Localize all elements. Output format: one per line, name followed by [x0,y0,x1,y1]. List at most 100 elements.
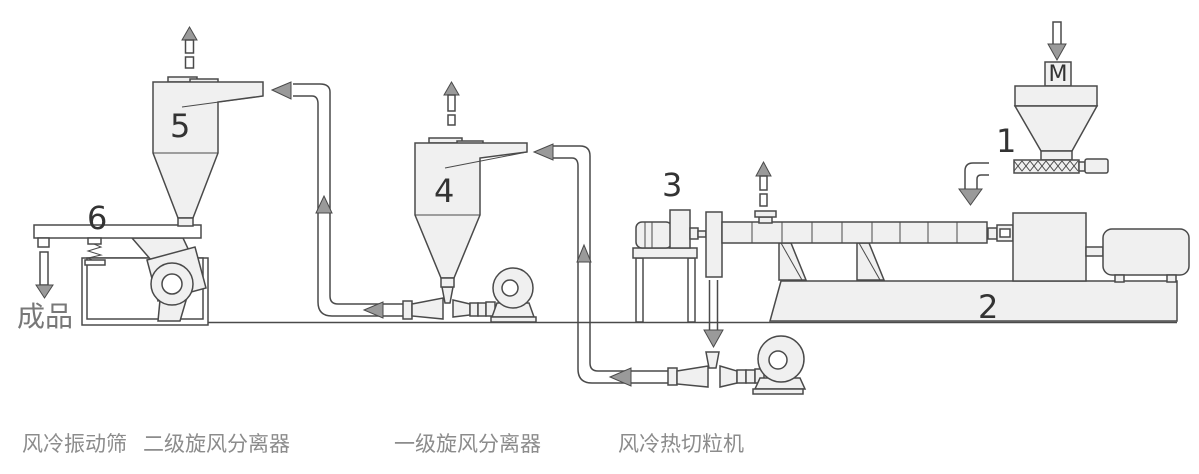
stand-leg [635,257,644,323]
feed-arrow-down-icon [958,188,983,206]
blower-hub [501,279,519,297]
part-number-3: 3 [662,166,682,204]
secondary-cyclone: 5 [152,25,264,227]
finished-product-label: 成品 [17,300,73,333]
pipe-wall [293,83,403,305]
drop-funnel [705,351,720,369]
blower-base [490,316,537,323]
vent-arrow-shaft [759,175,768,191]
motor-foot [1114,274,1125,283]
exhaust-arrow-dash [184,56,195,69]
exhaust-arrow-shaft [447,94,456,112]
part-number-6: 6 [87,199,107,237]
caption-secondary-cyclone: 二级旋风分离器 [143,432,290,456]
captions: 风冷振动筛 二级旋风分离器 一级旋风分离器 风冷热切粒机 [22,432,744,456]
vent-stem [758,216,773,224]
screen-blower-hub [161,273,183,295]
hopper-cone [1013,105,1099,152]
feed-elbow-arrow-shaft [964,162,989,189]
screw-flights [1013,160,1079,172]
vent-arrow-up-icon [755,160,772,177]
motor-coupling [1085,246,1104,257]
flow-arrow-up-icon [315,194,333,214]
main-motor [1102,228,1190,276]
venturi-diffuser [411,297,444,320]
pipe-segment [477,302,487,317]
vent-arrow-dash [759,193,768,207]
gearbox [1012,212,1087,282]
feed-in-arrow-down-icon [1047,43,1067,62]
motor-foot [1166,274,1177,283]
feeder-motor-box [1044,61,1072,87]
venturi-diffuser [676,365,709,388]
stand-table [632,247,698,259]
caption-primary-cyclone: 一级旋风分离器 [394,432,541,456]
spring-seat-bottom [84,259,106,266]
screw-motor-cap [1084,158,1109,174]
blower-base [752,388,804,395]
venturi-nozzle [452,299,471,318]
cyclone-discharge-neck [440,277,455,288]
screen-deck [33,224,202,239]
pipe-flange [667,367,678,386]
pellet-drop-pipe [708,280,719,330]
flow-arrow-up-icon [576,243,592,263]
cyclone-body [152,81,264,219]
feed-in-arrow-shaft [1052,21,1062,46]
primary-cyclone: 4 [414,80,528,288]
barrel-pedestal [778,242,808,281]
extruder: 2 [721,160,1190,326]
caption-vibrating-screen: 风冷振动筛 [22,432,127,456]
cutter-motor [635,221,673,249]
pipe-segment [736,369,747,384]
cyclone-inlet-slant [181,95,264,108]
feeder-motor-label: M [1049,62,1068,87]
flow-arrow-left-icon [608,367,632,387]
vent-cap [754,210,777,218]
stand-leg [687,257,696,323]
product-arrow-down-icon [35,284,54,299]
screen-changer-insert [999,228,1011,238]
product-arrow-shaft [39,251,49,286]
barrel-segments [751,222,958,243]
part-number-1: 1 [996,122,1016,160]
pipe-segment [745,369,756,384]
cutter-drive [669,209,691,249]
exhaust-arrow-up-icon [181,25,198,41]
cutter-shaft-tip [697,230,707,238]
hopper-neck [1040,150,1073,161]
flow-arrow-left-icon [532,143,554,161]
part-number-4: 4 [434,172,454,210]
part-number-5: 5 [170,107,190,145]
machine-base [769,280,1178,322]
pipe-wall [293,95,403,317]
screw-connector [1078,161,1086,172]
feeder: M 1 [996,21,1109,174]
pelletizer: 3 [632,166,723,323]
barrel-coupling [987,227,998,240]
pedestal-brace [780,242,803,281]
conveying-pipe-secondary [270,81,537,323]
flow-arrow-left-icon [362,301,384,319]
cutter-shaft [689,227,699,240]
pipe-wall [553,157,668,384]
cyclone-inlet-slant [444,151,528,169]
pedestal-brace [858,242,881,281]
cyclone-discharge-neck [177,217,194,227]
motor-fins [644,222,653,248]
exhaust-arrow-dash [447,114,456,126]
extruder-barrel [721,221,988,244]
spring-icon [86,243,103,262]
hopper-band [1014,85,1098,107]
flow-arrow-left-icon [270,81,292,100]
exhaust-arrow-shaft [184,39,195,54]
part-number-2: 2 [978,288,998,326]
spring-seat-top [87,237,102,245]
blower-hub [768,350,788,370]
caption-pelletizer: 风冷热切粒机 [618,432,744,456]
flow-arrow-down-icon [703,329,724,349]
venturi-nozzle [719,364,738,388]
conveying-pipe-primary [532,143,807,395]
